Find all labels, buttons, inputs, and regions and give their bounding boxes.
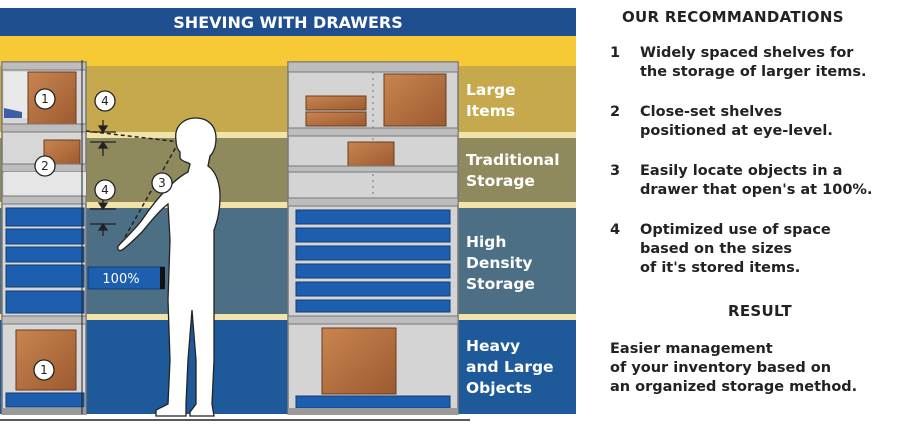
drawer — [295, 263, 451, 279]
band-yellow — [0, 36, 576, 66]
box — [321, 327, 397, 395]
person-silhouette — [117, 117, 221, 417]
recommendation-number: 1 — [610, 45, 621, 61]
diagram-svg: SHEVING WITH DRAWERS — [0, 8, 576, 421]
recommendations-title: OUR RECOMMANDATIONS — [622, 8, 844, 26]
box — [305, 95, 367, 111]
drawer — [5, 290, 85, 314]
drawer — [295, 227, 451, 243]
box — [305, 111, 367, 127]
right-shelving-unit — [287, 61, 459, 415]
banner-title: SHEVING WITH DRAWERS — [173, 13, 402, 32]
drawer — [295, 209, 451, 225]
marker-2: 2 — [41, 159, 49, 173]
open-drawer-label: 100% — [102, 272, 139, 287]
drawer — [5, 392, 85, 408]
recommendation-number: 2 — [610, 104, 621, 120]
box — [347, 141, 395, 167]
drawer — [5, 264, 85, 288]
marker-4-top: 4 — [101, 94, 109, 108]
drawer — [295, 395, 451, 409]
recommendation-number: 4 — [610, 222, 621, 238]
drawer — [295, 245, 451, 261]
shelving-diagram: SHEVING WITH DRAWERS — [0, 8, 576, 421]
reach-line — [124, 146, 177, 238]
marker-1-top: 1 — [41, 92, 49, 106]
eye-level-line — [85, 130, 181, 143]
result-title: RESULT — [728, 302, 792, 320]
box — [383, 73, 447, 127]
marker-4-mid: 4 — [101, 183, 109, 197]
marker-circles — [33, 88, 173, 381]
recommendation-number: 3 — [610, 163, 621, 179]
drawer — [295, 299, 451, 313]
recommendations-panel: OUR RECOMMANDATIONS 1 Widely spaced shel… — [610, 8, 873, 395]
left-shelving-unit — [1, 60, 165, 415]
spacing-arrow — [90, 120, 116, 236]
drawer — [295, 281, 451, 297]
marker-1-bottom: 1 — [40, 363, 48, 377]
marker-3: 3 — [158, 176, 166, 190]
drawer — [5, 207, 85, 227]
banner-bar — [0, 8, 576, 36]
drawer — [5, 246, 85, 263]
drawer — [5, 228, 85, 245]
